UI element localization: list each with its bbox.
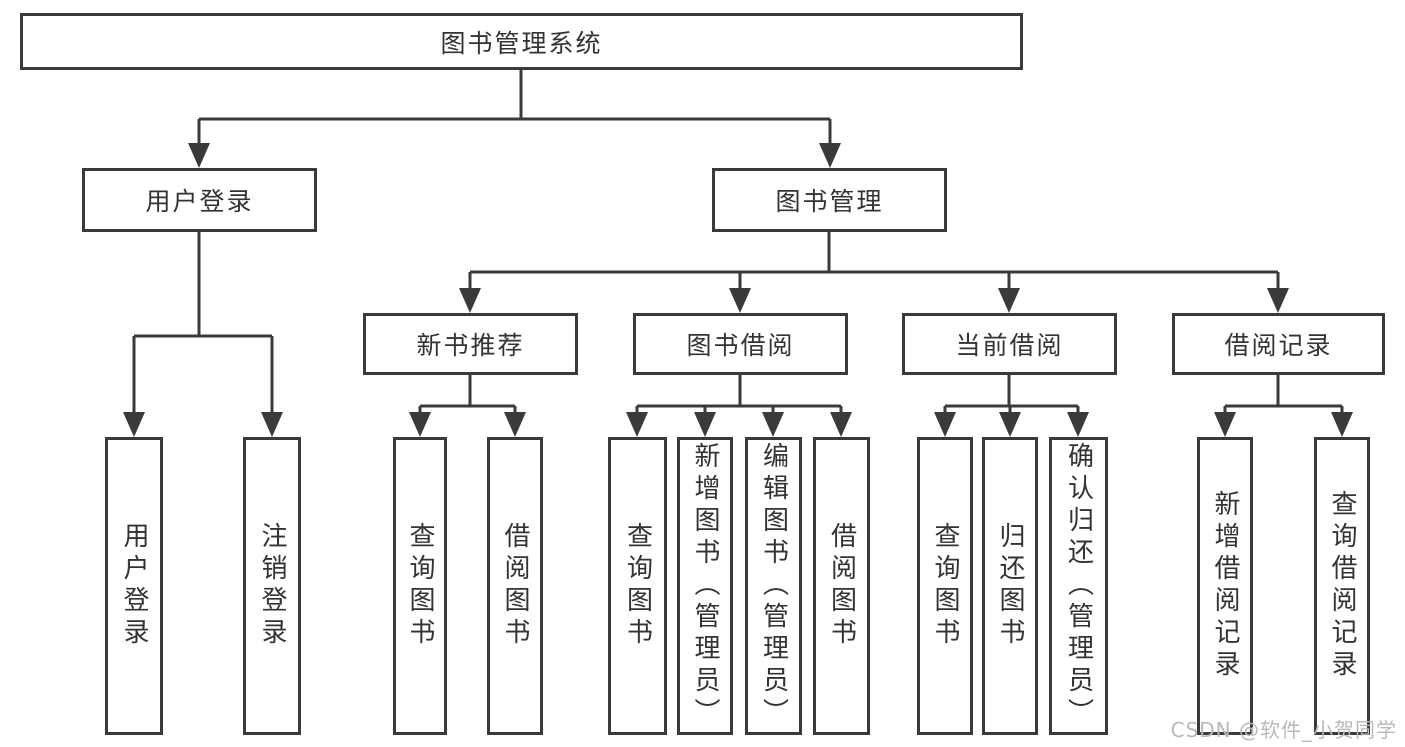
node-root: 图书管理系统	[20, 13, 1023, 70]
node-leaf-add-borrow-record-label: 新增借阅记录	[1210, 490, 1240, 682]
node-leaf-add-book-admin: 新增图书（管理员）	[677, 437, 733, 735]
node-new-book-recommend: 新书推荐	[363, 313, 578, 375]
node-current-borrow: 当前借阅	[902, 313, 1117, 375]
node-leaf-confirm-return-admin: 确认归还（管理员）	[1049, 437, 1108, 735]
node-user-login: 用户登录	[82, 168, 317, 232]
node-leaf-user-login-label: 用户登录	[119, 522, 149, 650]
node-leaf-query-book-borrow-label: 查询图书	[622, 522, 653, 650]
node-leaf-logout-label: 注销登录	[257, 522, 287, 650]
node-current-borrow-label: 当前借阅	[955, 331, 1064, 360]
node-leaf-query-book-current: 查询图书	[917, 437, 973, 735]
node-leaf-query-book-current-label: 查询图书	[930, 522, 960, 650]
node-borrow-records-label: 借阅记录	[1224, 331, 1333, 360]
node-leaf-edit-book-admin: 编辑图书（管理员）	[745, 437, 802, 735]
node-leaf-borrow-book-recommend-label: 借阅图书	[500, 522, 530, 650]
node-leaf-borrow-book-recommend: 借阅图书	[487, 437, 543, 735]
node-leaf-logout: 注销登录	[243, 437, 301, 735]
node-leaf-add-book-admin-label: 新增图书（管理员）	[690, 442, 720, 730]
node-leaf-query-book-borrow: 查询图书	[608, 437, 667, 735]
node-leaf-add-borrow-record: 新增借阅记录	[1197, 437, 1253, 735]
node-leaf-confirm-return-admin-label: 确认归还（管理员）	[1063, 442, 1094, 730]
node-leaf-return-book-label: 归还图书	[995, 522, 1025, 650]
node-leaf-edit-book-admin-label: 编辑图书（管理员）	[758, 442, 789, 730]
node-leaf-query-borrow-record-label: 查询借阅记录	[1327, 490, 1357, 682]
node-new-book-recommend-label: 新书推荐	[416, 331, 525, 360]
node-root-label: 图书管理系统	[440, 28, 603, 58]
node-leaf-borrow-book: 借阅图书	[813, 437, 870, 735]
node-leaf-return-book: 归还图书	[982, 437, 1038, 735]
node-book-borrow: 图书借阅	[633, 313, 848, 375]
node-leaf-user-login: 用户登录	[105, 437, 163, 735]
node-book-borrow-label: 图书借阅	[686, 331, 795, 360]
node-leaf-query-book-recommend-label: 查询图书	[405, 522, 435, 650]
node-book-management-label: 图书管理	[775, 187, 884, 216]
node-borrow-records: 借阅记录	[1172, 313, 1385, 375]
node-leaf-borrow-book-label: 借阅图书	[826, 522, 857, 650]
node-leaf-query-borrow-record: 查询借阅记录	[1314, 437, 1370, 735]
watermark: CSDN @软件_小贺同学	[1170, 718, 1397, 742]
node-book-management: 图书管理	[712, 168, 947, 232]
node-user-login-label: 用户登录	[145, 187, 254, 216]
node-leaf-query-book-recommend: 查询图书	[393, 437, 447, 735]
